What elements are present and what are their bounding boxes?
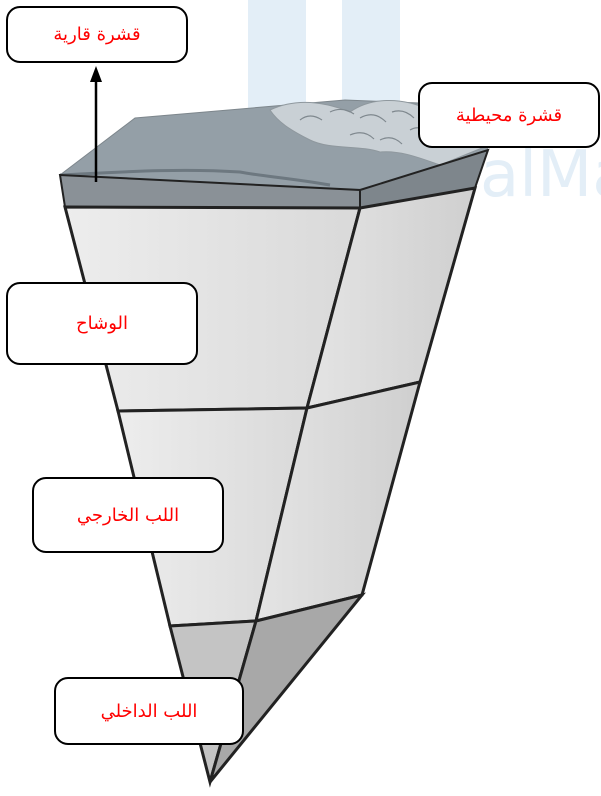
watermark-text: alMa [480,138,601,212]
mantle-label: الوشاح [6,282,198,365]
outer-core-label: اللب الخارجي [32,477,224,553]
continental-crust-label: قشرة قارية [6,6,188,63]
inner-core-label: اللب الداخلي [54,677,244,745]
oceanic-crust-label: قشرة محيطية [418,82,600,148]
